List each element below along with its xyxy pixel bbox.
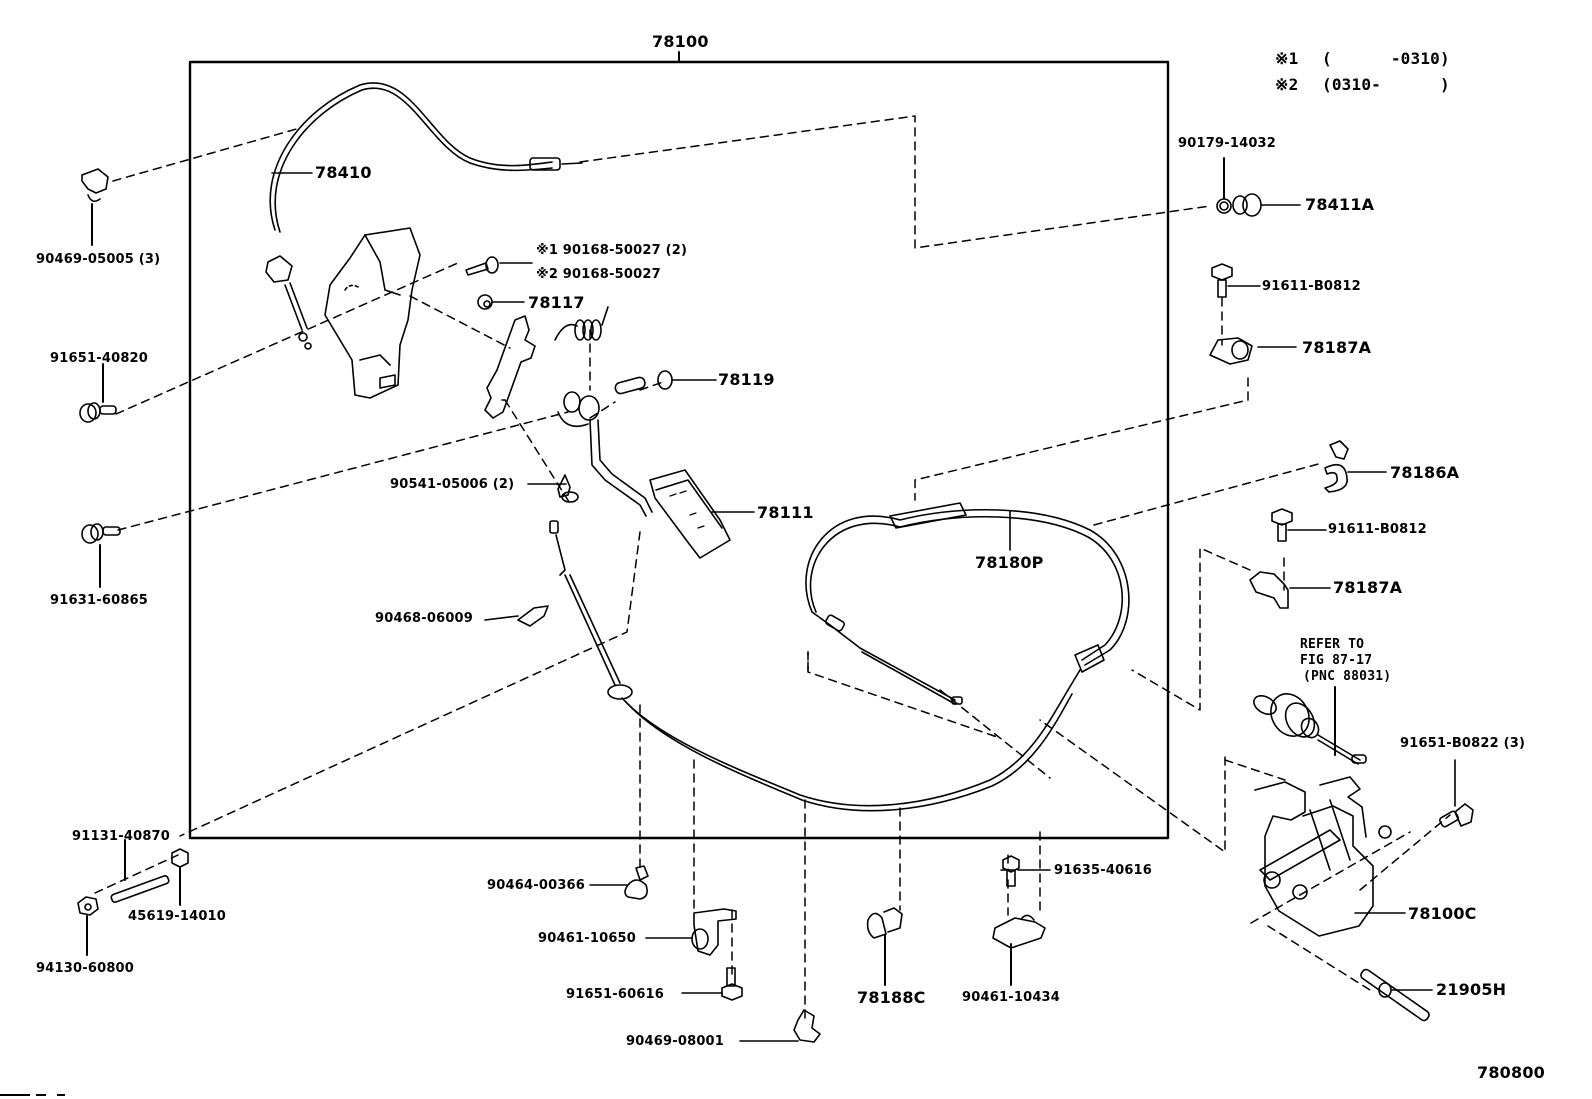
part-label-90468-06009[interactable]: 90468-06009 <box>375 611 474 626</box>
part-label-90469-05005[interactable]: 90469-05005 (3) <box>36 252 161 267</box>
bolt-91631-60865 <box>81 523 121 544</box>
part-label-91631-60865[interactable]: 91631-60865 <box>50 593 149 608</box>
assembly-frame <box>188 60 1170 840</box>
clip-90469-08001 <box>793 1009 821 1043</box>
pedal-arm-78111 <box>557 391 731 559</box>
part-label-91611-b0812-b[interactable]: 91611-B0812 <box>1328 522 1427 537</box>
pivot-pin <box>614 370 673 395</box>
part-label-91651-60616[interactable]: 91651-60616 <box>566 987 665 1002</box>
part-label-90168-50027-2[interactable]: ※2 90168-50027 <box>536 267 661 282</box>
return-spring <box>554 306 609 341</box>
part-label-94130-60800[interactable]: 94130-60800 <box>36 961 135 976</box>
nut-90179 <box>1216 198 1232 214</box>
clamp-90464 <box>624 865 649 900</box>
shaft-21905h <box>1360 968 1430 1022</box>
legend-mark-2: ※2 <box>1275 75 1299 94</box>
clamp-78187a-b <box>1249 571 1289 609</box>
refer-note-line-2[interactable]: FIG 87-17 <box>1300 653 1373 668</box>
cushion-78411a <box>1232 193 1262 217</box>
bracket-90461-10434 <box>992 914 1046 949</box>
footer-rule <box>57 1094 65 1096</box>
clamp-78188c <box>866 907 903 939</box>
part-label-78187a-a[interactable]: 78187A <box>1302 338 1372 357</box>
screw-90168-50027 <box>465 256 499 276</box>
clip-90469-05005 <box>81 168 109 203</box>
part-label-78411a[interactable]: 78411A <box>1305 195 1375 214</box>
part-label-90461-10650[interactable]: 90461-10650 <box>538 931 637 946</box>
part-label-78180p[interactable]: 78180P <box>975 553 1044 572</box>
figure-code-label: 780800 <box>1477 1063 1545 1082</box>
stud-91131-40870 <box>110 875 170 903</box>
bracket-78100c <box>1254 776 1392 937</box>
legend-range-2: (0310- ) <box>1322 75 1450 94</box>
nut-45619-14010 <box>171 848 189 868</box>
bolt-91651-60616 <box>721 967 743 1001</box>
part-label-78119[interactable]: 78119 <box>718 370 775 389</box>
part-label-78186a[interactable]: 78186A <box>1390 463 1460 482</box>
accelerator-cable-lower <box>549 520 1073 812</box>
footer-rule <box>36 1094 46 1096</box>
part-label-90179-14032[interactable]: 90179-14032 <box>1178 136 1277 151</box>
grommet-90468 <box>517 605 549 627</box>
part-label-78111[interactable]: 78111 <box>757 503 814 522</box>
part-label-90541-05006[interactable]: 90541-05006 (2) <box>390 477 515 492</box>
part-label-78410[interactable]: 78410 <box>315 163 372 182</box>
refer-note-line-1: REFER TO <box>1300 637 1365 652</box>
part-label-45619-14010[interactable]: 45619-14010 <box>128 909 227 924</box>
assembly-title-label[interactable]: 78100 <box>652 32 709 51</box>
part-label-91635-40616[interactable]: 91635-40616 <box>1054 863 1153 878</box>
part-label-78187a-b[interactable]: 78187A <box>1333 578 1403 597</box>
pedal-bracket-housing <box>324 227 421 399</box>
leader <box>484 615 519 621</box>
part-label-90469-08001[interactable]: 90469-08001 <box>626 1034 725 1049</box>
cruise-actuator <box>1253 693 1367 765</box>
bolt-91635-40616 <box>1002 855 1020 887</box>
part-label-90464-00366[interactable]: 90464-00366 <box>487 878 586 893</box>
throttle-cable-78410 <box>265 82 583 350</box>
part-label-90461-10434[interactable]: 90461-10434 <box>962 990 1061 1005</box>
part-label-78100c[interactable]: 78100C <box>1408 904 1477 923</box>
dashed-reference-lines <box>94 115 1451 1021</box>
bolt-91611-a <box>1211 263 1233 298</box>
part-label-90168-50027-1[interactable]: ※1 90168-50027 (2) <box>536 243 688 258</box>
part-label-78188c[interactable]: 78188C <box>857 988 926 1007</box>
bolt-91651-40820 <box>79 402 117 423</box>
legend-range-1: ( -0310) <box>1322 49 1450 68</box>
part-label-78117[interactable]: 78117 <box>528 293 585 312</box>
cable-78180p-loop <box>805 502 1130 705</box>
pedal-lever-arm <box>477 294 536 419</box>
part-label-91611-b0812-a[interactable]: 91611-B0812 <box>1262 279 1361 294</box>
refer-note-line-3: (PNC 88031) <box>1303 669 1392 684</box>
part-label-91651-40820[interactable]: 91651-40820 <box>50 351 149 366</box>
legend-mark-1: ※1 <box>1275 49 1299 68</box>
clamp-78186a <box>1324 440 1349 493</box>
part-label-91651-b0822[interactable]: 91651-B0822 (3) <box>1400 736 1526 751</box>
part-label-91131-40870[interactable]: 91131-40870 <box>72 829 171 844</box>
clip-90541 <box>557 474 579 503</box>
nut-94130-60800 <box>77 896 99 916</box>
bolt-91611-b <box>1271 508 1293 542</box>
bolt-91651-b0822 <box>1439 803 1474 828</box>
clamp-78187a-a <box>1209 337 1253 365</box>
bracket-90461-10650 <box>691 908 737 956</box>
footer-rule <box>0 1094 30 1096</box>
part-label-21905h[interactable]: 21905H <box>1436 980 1507 999</box>
